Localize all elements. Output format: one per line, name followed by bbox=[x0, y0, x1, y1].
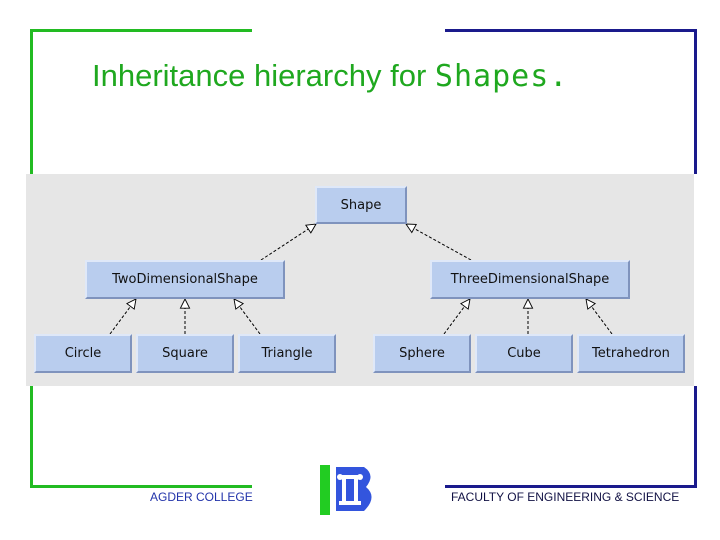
node-circle: Circle bbox=[34, 334, 132, 373]
inheritance-arrows bbox=[109, 174, 613, 335]
college-logo-icon bbox=[320, 463, 376, 521]
footer-college-name: AGDER COLLEGE bbox=[150, 490, 253, 504]
frame-green-left-lower bbox=[30, 386, 33, 487]
node-three-dimensional-shape: ThreeDimensionalShape bbox=[430, 260, 630, 299]
inheritance-diagram: Shape TwoDimensionalShape ThreeDimension… bbox=[26, 174, 694, 386]
frame-green-bottom bbox=[30, 485, 252, 488]
title-suffix: s. bbox=[530, 59, 569, 94]
node-shape: Shape bbox=[315, 186, 407, 224]
frame-green-top bbox=[30, 29, 252, 32]
title-class-name: Shape bbox=[434, 59, 531, 94]
node-cube: Cube bbox=[475, 334, 573, 373]
arrow-threedimensional-to-shape bbox=[406, 224, 472, 261]
frame-green-left bbox=[30, 29, 33, 174]
arrow-twodimensional-to-shape bbox=[260, 224, 316, 261]
frame-navy-right bbox=[694, 29, 697, 174]
arrow-tetrahedron-to-threedimensional bbox=[586, 299, 613, 335]
frame-navy-right-lower bbox=[694, 386, 697, 487]
frame-navy-bottom bbox=[445, 485, 697, 488]
node-square: Square bbox=[136, 334, 234, 373]
arrow-circle-to-twodimensional bbox=[109, 299, 136, 335]
node-two-dimensional-shape: TwoDimensionalShape bbox=[85, 260, 285, 299]
frame-navy-top bbox=[445, 29, 697, 32]
title-prefix: Inheritance hierarchy for bbox=[92, 58, 435, 93]
arrow-sphere-to-threedimensional bbox=[443, 299, 470, 335]
arrow-triangle-to-twodimensional bbox=[234, 299, 261, 335]
footer-faculty-name: FACULTY OF ENGINEERING & SCIENCE bbox=[451, 490, 680, 504]
node-triangle: Triangle bbox=[238, 334, 336, 373]
slide-title: Inheritance hierarchy for Shapes. bbox=[92, 58, 568, 94]
node-sphere: Sphere bbox=[373, 334, 471, 373]
node-tetrahedron: Tetrahedron bbox=[577, 334, 685, 373]
